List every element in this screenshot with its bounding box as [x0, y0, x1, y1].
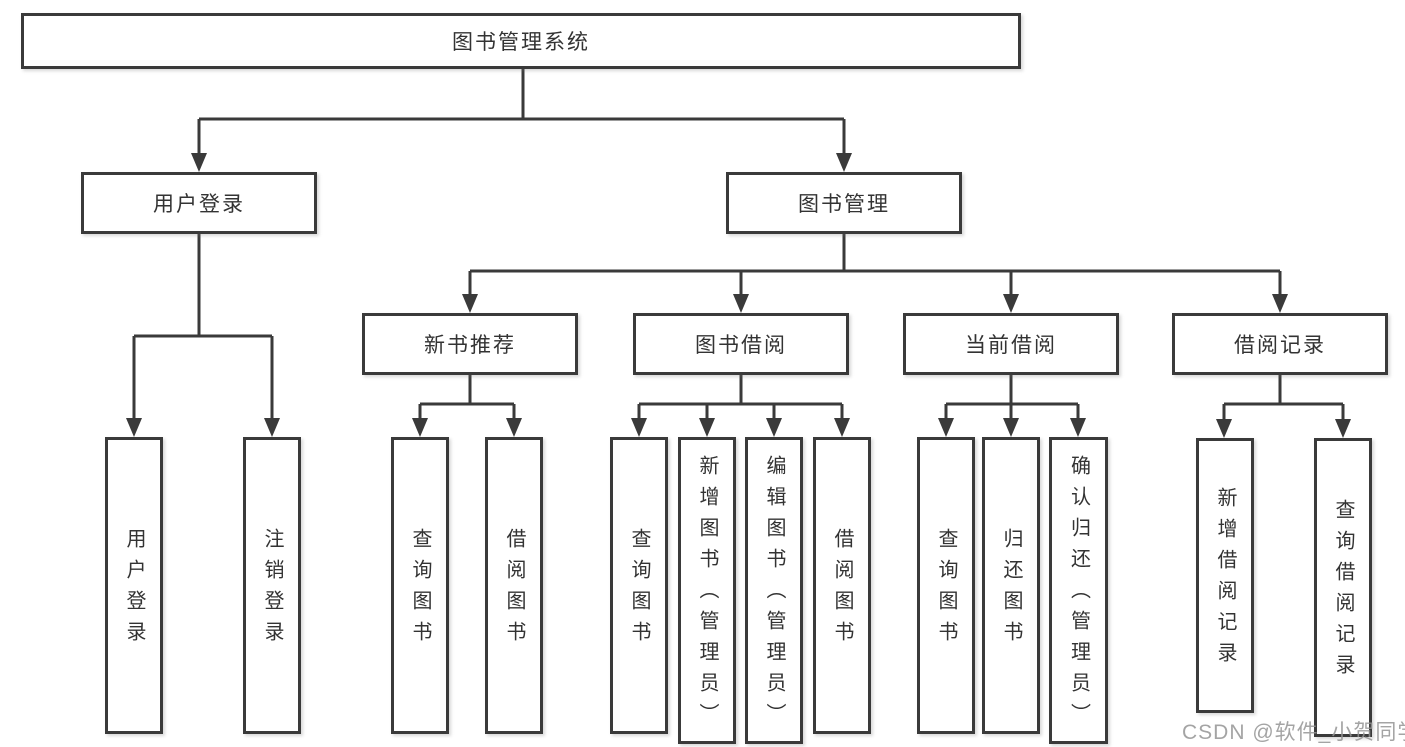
arrow-down-icon — [264, 418, 280, 437]
node-new-book-recommendation: 新书推荐 — [362, 313, 578, 375]
arrow-down-icon — [412, 418, 428, 437]
arrow-down-icon — [1216, 419, 1232, 438]
connector-newbookrec-to-leaves — [418, 375, 516, 420]
connector-userlogin-to-leaves — [132, 234, 274, 420]
connector-bookmgmt-to-level3 — [468, 234, 1282, 296]
node-user-login: 用户登录 — [81, 172, 317, 234]
arrow-down-icon — [699, 418, 715, 437]
leaf-return-book: 归还图书 — [982, 437, 1040, 734]
arrow-down-icon — [1003, 418, 1019, 437]
leaf-query-borrow-record: 查询借阅记录 — [1314, 438, 1372, 737]
arrow-down-icon — [462, 294, 478, 313]
leaf-edit-book-admin: 编辑图书（管理员） — [745, 437, 803, 744]
arrow-down-icon — [126, 418, 142, 437]
arrow-down-icon — [631, 418, 647, 437]
connector-borrowrecords-to-leaves — [1222, 375, 1345, 420]
node-borrow-records: 借阅记录 — [1172, 313, 1388, 375]
leaf-borrow-books-2: 借阅图书 — [813, 437, 871, 734]
node-root-system: 图书管理系统 — [21, 13, 1021, 69]
node-current-borrowing: 当前借阅 — [903, 313, 1119, 375]
arrow-down-icon — [1070, 418, 1086, 437]
leaf-query-books-3: 查询图书 — [917, 437, 975, 734]
connector-bookborrow-to-leaves — [637, 375, 844, 420]
leaf-add-book-admin: 新增图书（管理员） — [678, 437, 736, 744]
arrow-down-icon — [191, 153, 207, 172]
connector-root-to-level2 — [197, 69, 846, 154]
node-book-borrowing: 图书借阅 — [633, 313, 849, 375]
arrow-down-icon — [733, 294, 749, 313]
arrow-down-icon — [836, 153, 852, 172]
arrow-down-icon — [1335, 419, 1351, 438]
leaf-query-books-1: 查询图书 — [391, 437, 449, 734]
arrow-down-icon — [834, 418, 850, 437]
leaf-borrow-books-1: 借阅图书 — [485, 437, 543, 734]
arrow-down-icon — [1272, 294, 1288, 313]
leaf-user-login: 用户登录 — [105, 437, 163, 734]
leaf-query-books-2: 查询图书 — [610, 437, 668, 734]
leaf-logout: 注销登录 — [243, 437, 301, 734]
arrow-down-icon — [506, 418, 522, 437]
arrow-down-icon — [1003, 294, 1019, 313]
leaf-confirm-return-admin: 确认归还（管理员） — [1049, 437, 1108, 744]
arrow-down-icon — [766, 418, 782, 437]
arrow-down-icon — [938, 418, 954, 437]
leaf-add-borrow-record: 新增借阅记录 — [1196, 438, 1254, 713]
node-book-management: 图书管理 — [726, 172, 962, 234]
connector-currentborrow-to-leaves — [944, 375, 1080, 420]
